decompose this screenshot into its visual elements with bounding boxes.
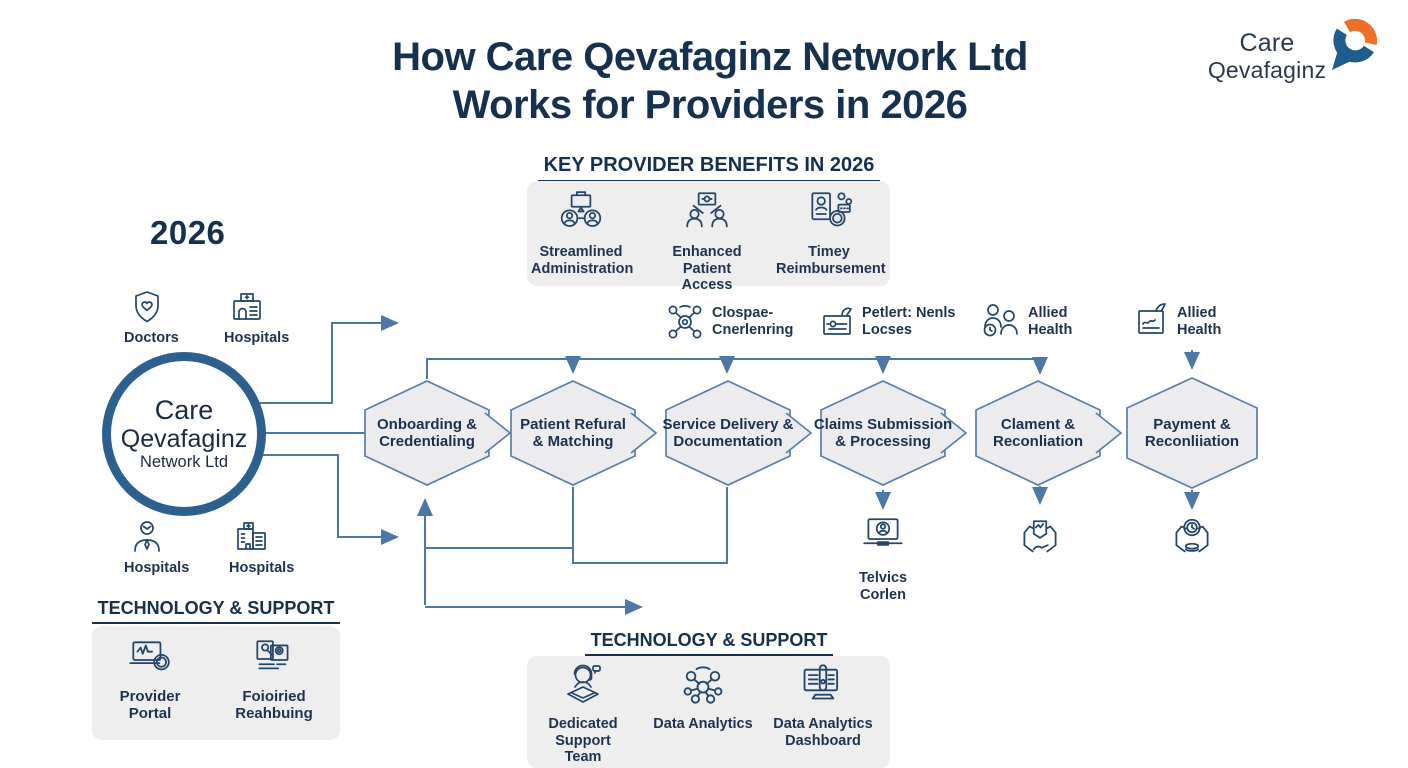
support-agent-icon [567, 664, 601, 703]
step-label: Onboarding & Credentialing [377, 416, 477, 450]
flow-icon-label: Allied Health [1028, 305, 1073, 338]
output-item [1166, 514, 1218, 566]
network-hub: Care Qevafaginz Network Ltd [102, 352, 266, 516]
step-label: Service Delivery & Documentation [662, 416, 794, 450]
tech-left-heading: TECHNOLOGY & SUPPORT [88, 598, 344, 624]
tech-item: Data Analytics Dashboard [768, 661, 878, 749]
step-label: Claims Submission & Processing [813, 416, 953, 450]
hexagon-arrow-shape [364, 380, 512, 486]
network-nodes-icon [668, 305, 702, 339]
card-coin-icon [811, 192, 853, 227]
tech-item-label: Data Analytics [653, 716, 753, 732]
briefcase-people-icon [560, 191, 602, 227]
flow-icon-item [818, 302, 858, 342]
two-people-icon [983, 304, 1018, 337]
hexagon-arrow-shape [820, 380, 968, 486]
hexagon-arrow-shape [975, 380, 1123, 486]
hospital-buildings-icon [237, 522, 266, 550]
laptop-pulse-icon [129, 641, 170, 671]
hexagon-shape [1126, 377, 1258, 489]
flow-icon-item [1131, 299, 1175, 343]
step-payment: Payment & Reconliiation [1107, 375, 1277, 489]
benefit-item: Enhanced Patient Access [657, 188, 757, 294]
benefit-item: Timey Reimbursement [776, 188, 886, 277]
tech-item-label: Data Analytics Dashboard [773, 716, 873, 749]
person-icon [134, 521, 160, 552]
document-person-icon [256, 640, 289, 670]
output-item [1014, 514, 1066, 566]
benefit-item: Streamlined Administration [531, 188, 634, 277]
benefit-label: Timey Reimbursement [776, 244, 886, 277]
step-service-delivery: Service Delivery & Documentation [643, 378, 813, 488]
page-title-line2: Works for Providers in 2026 [452, 83, 968, 127]
analytics-nodes-icon [683, 666, 723, 704]
hands-document-icon [1023, 520, 1057, 553]
laptop-person-icon [863, 518, 903, 546]
hub-line1: Care [154, 395, 214, 425]
hub-line2: Qevafaginz [120, 425, 248, 453]
screen-people-icon [686, 192, 728, 228]
flow-icon-item [663, 299, 707, 343]
provider-item: Doctors [124, 287, 179, 347]
benefit-label: Enhanced Patient Access [672, 244, 742, 293]
step-label: Clament & Reconliation [992, 416, 1083, 450]
hexagon-arrow-shape [665, 380, 813, 486]
tech-item-label: Foioiried Reahbuing [235, 688, 313, 722]
hexagon-arrow-shape [510, 380, 658, 486]
tech-item-label: Provider Portal [119, 688, 181, 722]
hands-payment-icon [1175, 518, 1209, 553]
page-title-line1: How Care Qevafaginz Network Ltd [392, 35, 1028, 79]
document-signature-icon [1138, 303, 1166, 334]
analytics-dashboard-icon [803, 664, 839, 700]
tech-item-label: Dedicated Support Team [548, 716, 618, 765]
flow-icon-label: Clospae- Cnerlenring [712, 305, 794, 338]
step-onboarding: Onboarding & Credentialing [342, 378, 512, 488]
hub-line3: Network Ltd [139, 453, 229, 471]
brand-name-line1: Care [1239, 29, 1295, 57]
hospital-building-icon [233, 293, 261, 320]
year-label: 2026 [150, 214, 226, 251]
tech-item: Provider Portal [102, 635, 198, 722]
step-label: Patient Refural & Matching [520, 416, 626, 450]
page-title: How Care Qevafaginz Network Ltd Works fo… [284, 33, 1136, 129]
step-claims: Claims Submission & Processing [798, 378, 968, 488]
tech-item: Foioiried Reahbuing [226, 635, 322, 722]
brand-wordmark: Care Qevafaginz [1203, 30, 1331, 84]
step-label: Payment & Reconliiation [1144, 416, 1240, 450]
output-label: Telvics Corlen [859, 570, 908, 603]
tech-bottom-heading: TECHNOLOGY & SUPPORT [520, 630, 898, 656]
benefit-label: Streamlined Administration [531, 244, 634, 277]
brand-logo-icon [1332, 18, 1378, 70]
step-referral: Patient Refural & Matching [488, 378, 658, 488]
step-clament: Clament & Reconliation [953, 378, 1123, 488]
tech-item: Dedicated Support Team [533, 661, 633, 766]
flow-icon-label: Allied Health [1177, 305, 1222, 338]
flow-icon-label: Petlert: Nenls Locses [862, 305, 956, 338]
provider-label: Doctors [124, 330, 179, 346]
patient-card-icon [823, 307, 852, 335]
brand-name-line2: Qevafaginz [1207, 57, 1327, 83]
output-item: Telvics Corlen [859, 514, 907, 603]
flow-icon-item [980, 299, 1024, 343]
shield-heart-icon [135, 291, 159, 323]
tech-item: Data Analytics [650, 661, 756, 733]
